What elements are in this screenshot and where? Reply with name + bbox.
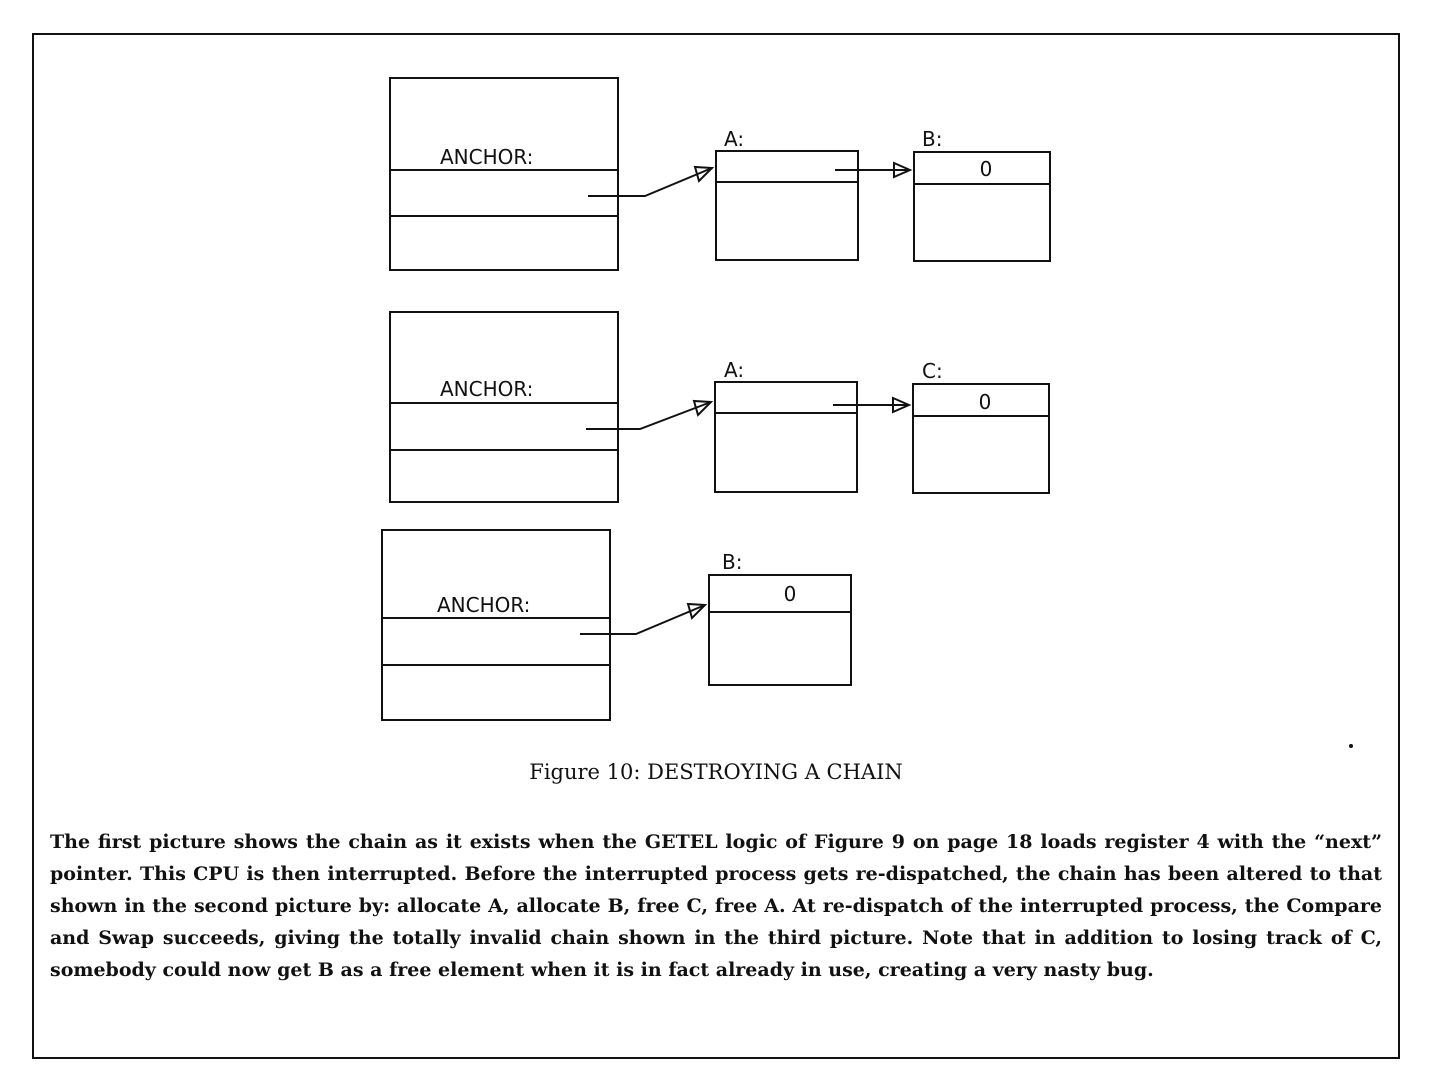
picture-1: ANCHOR: A: B: 0	[389, 77, 1051, 271]
arrow-head	[892, 396, 912, 414]
arrow-head	[692, 399, 714, 417]
next-pointer-value: 0	[980, 157, 993, 181]
element-label: A:	[724, 127, 744, 151]
element-block	[912, 383, 1050, 494]
element-label: B:	[922, 127, 942, 151]
anchor-label: ANCHOR:	[437, 593, 530, 617]
element-label: C:	[922, 359, 943, 383]
figure-frame	[32, 33, 1400, 1059]
figure-caption: Figure 10: DESTROYING A CHAIN	[529, 760, 903, 784]
pointer-arrow	[588, 167, 713, 197]
anchor-block	[381, 529, 611, 721]
element-block	[708, 574, 852, 686]
arrow-head	[693, 165, 715, 183]
next-pointer-value: 0	[979, 390, 992, 414]
element-label: B:	[722, 550, 742, 574]
scan-speck	[1349, 744, 1353, 748]
element-label: A:	[724, 358, 744, 382]
picture-3: ANCHOR: B: 0	[381, 529, 852, 721]
picture-2: ANCHOR: A: C: 0	[389, 311, 1050, 503]
element-block	[913, 151, 1051, 262]
anchor-block	[389, 311, 619, 503]
pointer-arrow	[580, 604, 706, 635]
element-block	[715, 150, 859, 261]
anchor-block	[389, 77, 619, 271]
figure-description: The first picture shows the chain as it …	[50, 831, 1382, 981]
anchor-label: ANCHOR:	[440, 145, 533, 169]
next-pointer-value: 0	[784, 582, 797, 606]
arrow-head	[686, 602, 708, 620]
arrow-head	[893, 161, 913, 179]
pointer-arrow	[586, 401, 712, 430]
anchor-label: ANCHOR:	[440, 377, 533, 401]
element-block	[714, 381, 858, 493]
